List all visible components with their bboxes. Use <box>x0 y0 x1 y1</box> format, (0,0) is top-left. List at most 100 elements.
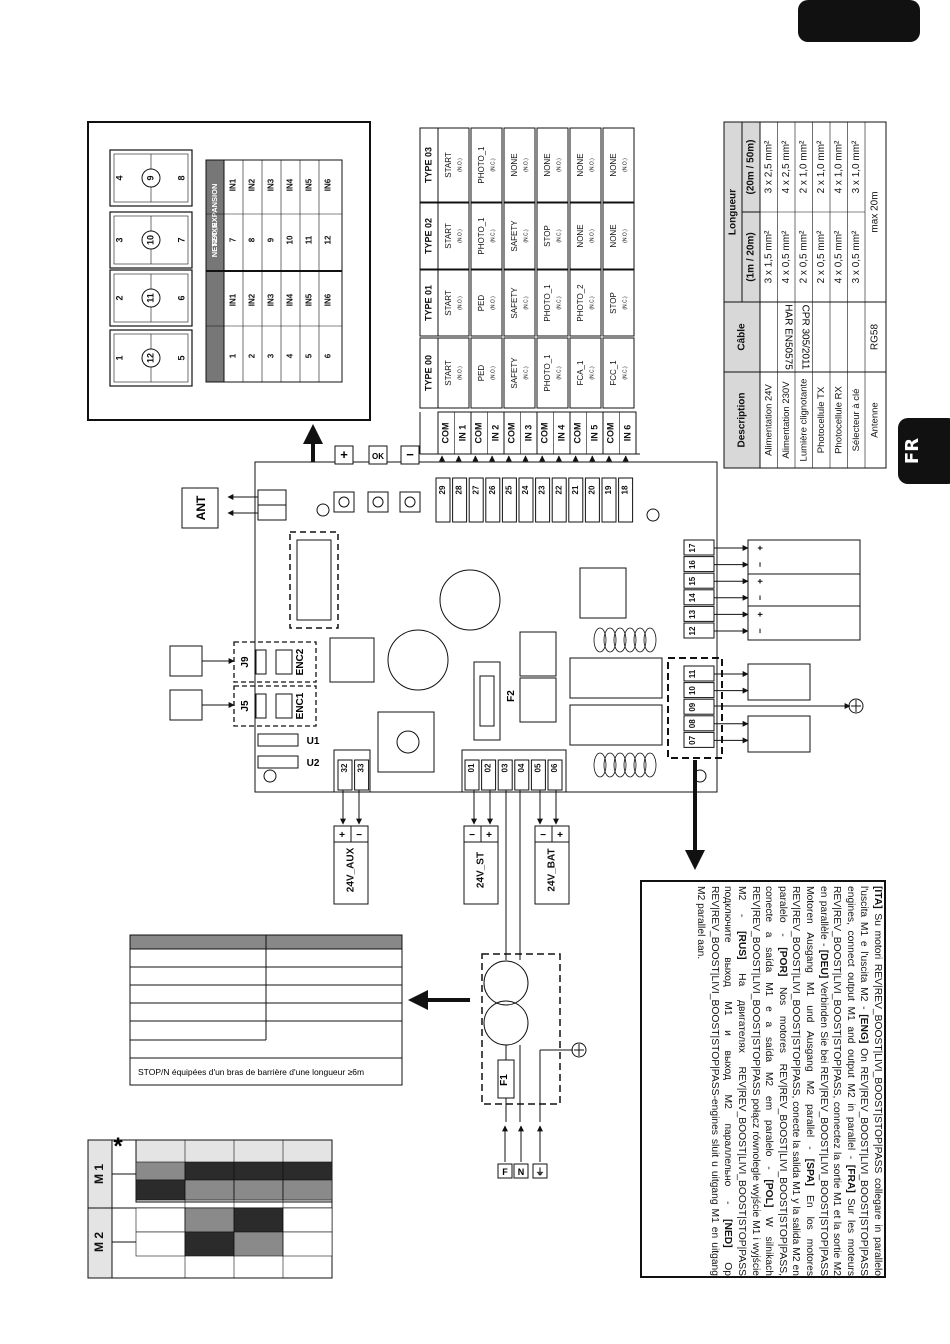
terminal-05: 05 <box>534 763 543 772</box>
net-table: NET2XXNNET_EXPANSION1IN17IN12IN28IN23IN3… <box>205 159 343 383</box>
type-1-cell-3-kind: (N.C.) <box>556 296 562 310</box>
input-com-2: COM <box>506 423 516 444</box>
input-com-3: COM <box>539 423 549 444</box>
terminal-23: 23 <box>538 485 547 494</box>
terminal-14-pol: − <box>755 595 765 600</box>
board-parts: F2 J9 J5 ENC2 ENC1 U1 U2 ANT <box>169 487 864 870</box>
power-input: F1 <box>408 790 587 1162</box>
type-0-cell-3-kind: (N.C.) <box>556 366 562 380</box>
net-exp-in-0: IN1 <box>229 178 238 191</box>
type-2-cell-2-name: SAFETY <box>510 220 519 252</box>
net-exp-num-5: 12 <box>324 235 333 244</box>
net-in-3: IN4 <box>286 293 295 306</box>
type-header-2: TYPE 02 <box>423 218 433 254</box>
type-2-cell-0-kind: (N.O.) <box>457 229 463 243</box>
motor-asterisk: * <box>113 1133 123 1160</box>
type-0-cell-3-name: PHOTO_1 <box>543 354 552 392</box>
type-1-cell-1-name: PED <box>477 295 486 312</box>
type-0-cell-4-kind: (N.C.) <box>589 366 595 380</box>
cable-row-1-len2: 4 x 2,5 mm² <box>781 140 792 193</box>
cable-row-4-len2: 4 x 1,0 mm² <box>834 140 845 193</box>
type-0-cell-1-name: PED <box>477 365 486 382</box>
cable-header-cable: Câble <box>737 323 748 351</box>
page-tab <box>798 0 920 42</box>
board-button-0[interactable]: + <box>340 447 348 462</box>
motor-row-m1: M 1 <box>92 1164 106 1184</box>
cable-row-1-len1: 4 x 0,5 mm² <box>781 230 792 283</box>
terminal-19: 19 <box>604 485 613 494</box>
terminal-18: 18 <box>621 485 630 494</box>
type-2-cell-5-kind: (N.O.) <box>622 229 628 243</box>
module-digit-2-b: 10 <box>145 235 155 245</box>
type-3-cell-0-kind: (N.O.) <box>457 158 463 172</box>
cable-antenna-length: max 20m <box>870 191 881 232</box>
output-bat-pol-a: − <box>540 830 546 841</box>
type-0-cell-4-name: FCA_1 <box>576 360 585 385</box>
type-1-cell-4-name: PHOTO_2 <box>576 284 585 322</box>
terminal-29: 29 <box>438 485 447 494</box>
net-num-2: 3 <box>267 353 276 358</box>
multilanguage-text: [ITA] Su motori REV|REV_BOOST|LIVI_BOOST… <box>644 886 884 1276</box>
type-3-cell-5-kind: (N.O.) <box>622 158 628 172</box>
output-aux-label: 24V_AUX <box>346 847 357 892</box>
terminal-17-pol: + <box>755 545 765 550</box>
terminal-25: 25 <box>505 485 514 494</box>
cable-row-4-desc: Photocellule RX <box>834 386 845 454</box>
module-digit-0-b: 12 <box>145 353 155 363</box>
type-2-cell-3-kind: (N.C.) <box>556 229 562 243</box>
type-2-cell-4-kind: (N.O.) <box>589 229 595 243</box>
cable-header-length: Longueur <box>728 189 739 235</box>
net-exp-num-3: 10 <box>286 235 295 244</box>
terminal-28: 28 <box>455 485 464 494</box>
cable-row-1-desc: Alimentation 230V <box>781 381 792 459</box>
cable-spec-2: CPR 305/2011 <box>799 305 810 370</box>
type-3-cell-4-name: NONE <box>576 153 585 176</box>
module-digit-2-c: 7 <box>176 237 186 242</box>
type-3-cell-1-name: PHOTO_1 <box>477 146 486 184</box>
type-2-cell-5-name: NONE <box>609 224 618 247</box>
terminal-12-pol: − <box>755 628 765 633</box>
cable-antenna-label: Antenne <box>870 402 881 437</box>
type-3-cell-2-kind: (N.O.) <box>523 158 529 172</box>
motor-row-m2: M 2 <box>92 1232 106 1252</box>
type-1-cell-3-name: PHOTO_1 <box>543 284 552 322</box>
net-exp-in-5: IN6 <box>324 178 333 191</box>
type-0-cell-2-kind: (N.C.) <box>523 366 529 380</box>
cable-row-5-len1: 3 x 0,5 mm² <box>851 230 862 283</box>
board-button-1[interactable]: OK <box>372 452 384 461</box>
cable-row-0-len2: 3 x 2,5 mm² <box>764 140 775 193</box>
power-terminal-1: N <box>518 1167 525 1177</box>
type-0-cell-0-kind: (N.O.) <box>457 366 463 380</box>
display-frame <box>289 531 339 629</box>
terminal-13: 13 <box>688 609 697 618</box>
lang-code-4: [SPA] <box>804 1158 816 1186</box>
module-digit-2-a: 3 <box>114 237 124 242</box>
terminal-22: 22 <box>554 485 563 494</box>
net-exp-num-0: 7 <box>229 237 238 242</box>
type-0-cell-2-name: SAFETY <box>510 357 519 389</box>
terminal-11: 11 <box>688 669 697 678</box>
net-exp-in-3: IN4 <box>286 178 295 191</box>
terminal-27: 27 <box>471 485 480 494</box>
cable-antenna-cable: RG58 <box>870 324 881 351</box>
net-header-0: NET2XXN <box>210 223 219 258</box>
cable-header-description: Description <box>737 392 748 447</box>
cable-header-len2: (20m / 50m) <box>746 139 757 194</box>
terminal-06: 06 <box>550 763 559 772</box>
module-digit-3-c: 8 <box>176 175 186 180</box>
terminal-14: 14 <box>688 593 697 602</box>
fuse-f2-label: F2 <box>506 690 517 702</box>
input-com-5: COM <box>605 423 615 444</box>
lang-code-0: [ITA] <box>872 886 883 909</box>
lang-code-6: [POL] <box>763 1179 775 1208</box>
lang-code-1: [ENG] <box>858 1014 870 1044</box>
jumper-enc2: ENC2 <box>295 648 306 675</box>
net-exp-num-4: 11 <box>305 235 314 244</box>
output-bat-pol-b: + <box>557 830 563 841</box>
board-button-2[interactable]: − <box>406 447 414 462</box>
lang-code-7: [RUS] <box>736 930 748 960</box>
jumper-j5: J5 <box>240 700 251 712</box>
